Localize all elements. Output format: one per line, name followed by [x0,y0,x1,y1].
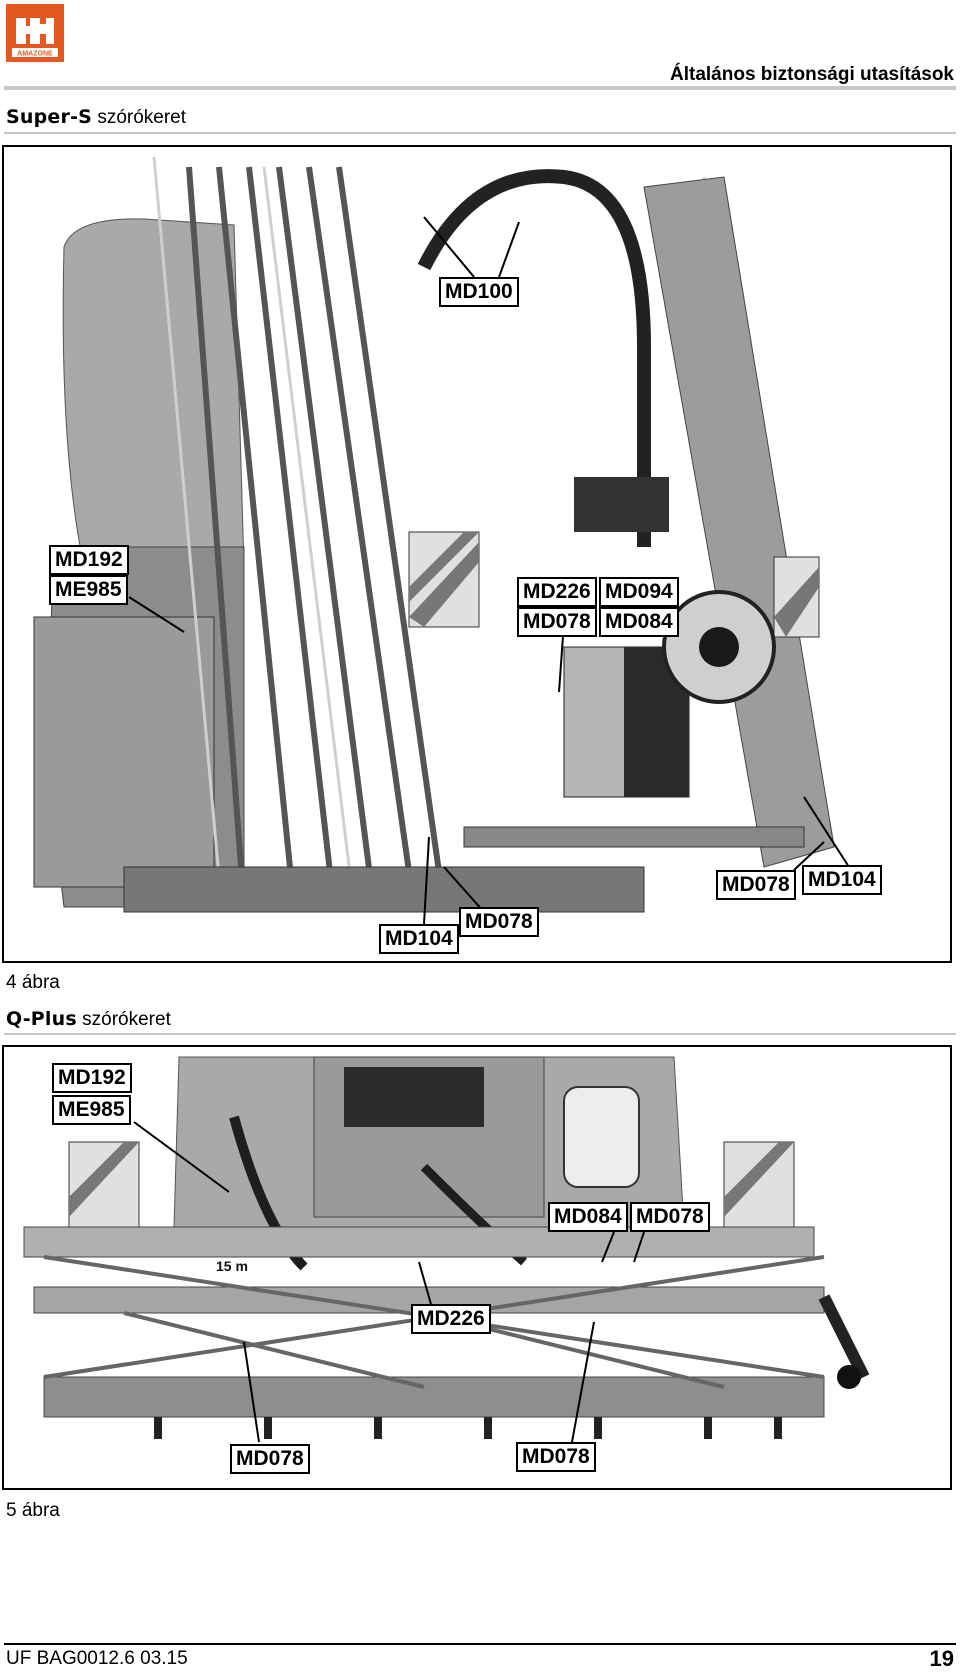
figure-super-s-boom: MD100 MD192 ME985 MD226 MD094 MD078 MD08… [2,145,952,963]
callout-md094: MD094 [599,577,679,607]
callout-md078: MD078 [459,907,539,937]
footer-divider [4,1643,956,1645]
svg-text:AMAZONE: AMAZONE [17,51,53,58]
callout-md104: MD104 [379,924,459,954]
section-title: szórókeret [82,1009,171,1030]
page-number: 19 [929,1646,954,1671]
section-heading-super-s: Super-S szórókeret [6,106,186,129]
callout-me985: ME985 [49,575,128,605]
section-brand: Super-S [6,106,93,128]
callout-md192: MD192 [49,545,129,575]
section-title: szórókeret [97,107,187,128]
callout-md078: MD078 [230,1444,310,1474]
q-plus-boom-photo: 15 m [23,1056,870,1443]
callout-md192: MD192 [52,1063,132,1093]
boom-width-label: 15 m [216,1258,248,1274]
callout-md078: MD078 [517,607,597,637]
callout-md078: MD078 [716,870,796,900]
document-reference: UF BAG0012.6 03.15 [6,1648,188,1669]
header-title: Általános biztonsági utasítások [670,64,954,85]
section-brand: Q-Plus [6,1008,77,1030]
section-divider [4,1033,956,1035]
section-divider [4,132,956,134]
amazone-logo: AMAZONE [6,4,64,62]
callout-md084: MD084 [599,607,679,637]
callout-md078: MD078 [630,1202,710,1232]
header-divider [4,86,956,90]
figure-caption-4: 4 ábra [6,972,60,993]
super-s-boom-photo [33,156,850,925]
callout-md084: MD084 [548,1202,628,1232]
callout-md078: MD078 [516,1442,596,1472]
callout-md104: MD104 [802,865,882,895]
callout-md226: MD226 [411,1304,491,1334]
callout-me985: ME985 [52,1095,131,1125]
section-heading-q-plus: Q-Plus szórókeret [6,1008,171,1031]
callout-md226: MD226 [517,577,597,607]
figure-q-plus-boom: 15 m MD192 ME985 MD084 MD078 MD226 MD078… [2,1045,952,1490]
figure-caption-5: 5 ábra [6,1500,60,1521]
callout-md100: MD100 [439,277,519,307]
